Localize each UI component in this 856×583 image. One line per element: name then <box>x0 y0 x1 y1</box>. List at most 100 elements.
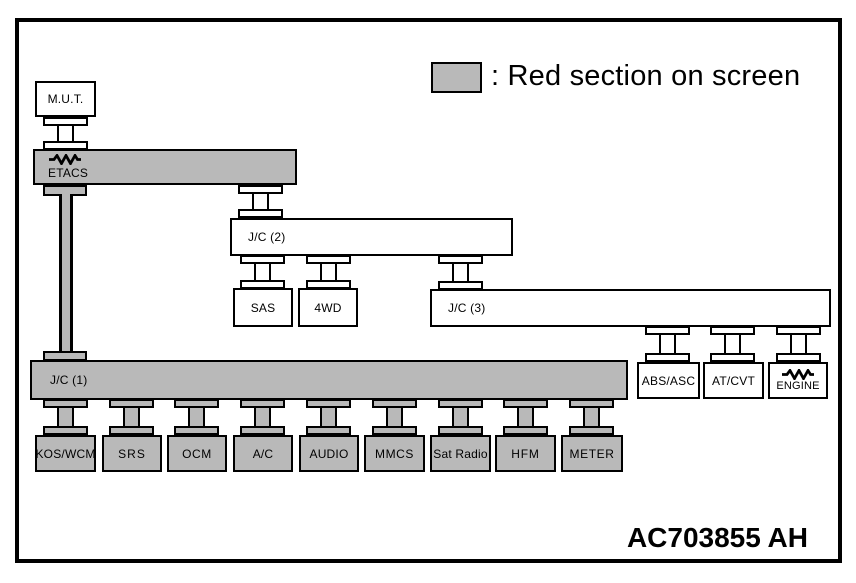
connector-mut-etacs <box>43 117 88 150</box>
bus-jc1: J/C (1) <box>30 360 628 400</box>
connector-flange <box>306 426 351 435</box>
node-at-cvt: AT/CVT <box>703 362 764 399</box>
node-label: 4WD <box>314 300 342 315</box>
connector-flange <box>109 426 154 435</box>
node-label: J/C (3) <box>448 301 486 315</box>
connector-flange <box>43 117 88 126</box>
connector-flange <box>372 399 417 408</box>
node-label: M.U.T. <box>47 92 84 106</box>
connector-flange <box>238 185 283 194</box>
connector-etacs-jc2 <box>238 185 283 218</box>
node-kos-wcm: KOS/WCM <box>35 435 96 472</box>
connector-web <box>254 408 271 426</box>
connector-jc1-audio <box>306 399 351 435</box>
node-label: ENGINE <box>776 380 820 392</box>
connector-web <box>252 194 269 209</box>
can-bus-line <box>59 194 73 354</box>
bus-jc2: J/C (2) <box>230 218 513 256</box>
node-meter: METER <box>561 435 623 472</box>
node-label: KOS/WCM <box>35 446 96 461</box>
figure-code: AC703855 AH <box>626 522 808 553</box>
node-sas: SAS <box>233 288 293 327</box>
connector-jc1-koswcm <box>43 399 88 435</box>
node-label: OCM <box>182 446 212 461</box>
node-label: Sat Radio <box>433 446 488 461</box>
connector-web <box>254 264 271 280</box>
connector-flange <box>776 326 821 335</box>
connector-flange <box>645 326 690 335</box>
connector-flange <box>238 209 283 218</box>
connector-flange <box>174 426 219 435</box>
connector-web <box>123 408 140 426</box>
connector-jc1-srs <box>109 399 154 435</box>
connector-jc1-satradio <box>438 399 483 435</box>
bus-jc3: J/C (3) <box>430 289 831 327</box>
resistor-icon <box>49 154 81 165</box>
connector-flange <box>569 399 614 408</box>
node-label: HFM <box>511 446 540 461</box>
connector-web <box>57 126 74 141</box>
etacs-content: ETACS <box>48 154 88 180</box>
connector-flange <box>503 399 548 408</box>
connector-web <box>790 335 807 353</box>
node-hfm: HFM <box>495 435 556 472</box>
connector-jc1-hfm <box>503 399 548 435</box>
connector-flange <box>438 426 483 435</box>
connector-jc2-4wd <box>306 255 351 289</box>
connector-flange <box>438 399 483 408</box>
connector-flange <box>240 255 285 264</box>
connector-web <box>57 408 74 426</box>
connector-jc2-sas <box>240 255 285 289</box>
connector-jc3-engine <box>776 326 821 362</box>
connector-flange <box>240 426 285 435</box>
connector-flange <box>174 399 219 408</box>
node-label: MMCS <box>374 446 415 461</box>
connector-web <box>452 264 469 281</box>
node-ocm: OCM <box>167 435 227 472</box>
connector-web <box>659 335 676 353</box>
node-ac: A/C <box>233 435 293 472</box>
connector-flange <box>438 255 483 264</box>
connector-jc1-ocm <box>174 399 219 435</box>
connector-jc3-absasc <box>645 326 690 362</box>
node-label: A/C <box>252 446 274 461</box>
connector-web <box>188 408 205 426</box>
connector-web <box>583 408 600 426</box>
legend-label: : Red section on screen <box>491 60 801 92</box>
node-label: SRS <box>118 446 146 461</box>
connector-web <box>452 408 469 426</box>
connector-web <box>320 408 337 426</box>
connector-flange <box>569 426 614 435</box>
node-sat-radio: Sat Radio <box>430 435 491 472</box>
node-label: J/C (1) <box>50 373 88 387</box>
node-mut: M.U.T. <box>35 81 96 117</box>
connector-flange <box>645 353 690 362</box>
node-abs-asc: ABS/ASC <box>637 362 700 399</box>
connector-jc3-atcvt <box>710 326 755 362</box>
resistor-icon <box>782 369 814 380</box>
connector-flange <box>372 426 417 435</box>
node-label: J/C (2) <box>248 230 286 244</box>
connector-jc1-mmcs <box>372 399 417 435</box>
connector-web <box>320 264 337 280</box>
legend-swatch <box>431 62 482 93</box>
node-mmcs: MMCS <box>364 435 425 472</box>
connector-flange <box>710 326 755 335</box>
node-engine: ENGINE <box>768 362 828 399</box>
connector-flange <box>776 353 821 362</box>
connector-flange <box>43 426 88 435</box>
connector-jc1-meter <box>569 399 614 435</box>
connector-web <box>386 408 403 426</box>
connector-flange <box>306 399 351 408</box>
node-4wd: 4WD <box>298 288 358 327</box>
node-audio: AUDIO <box>299 435 359 472</box>
node-label: ETACS <box>48 166 89 180</box>
node-label: ABS/ASC <box>641 373 696 388</box>
node-label: AT/CVT <box>712 373 755 388</box>
connector-jc2-jc3 <box>438 255 483 290</box>
node-label: METER <box>569 446 615 461</box>
connector-flange <box>240 399 285 408</box>
connector-web <box>724 335 741 353</box>
connector-jc1-ac <box>240 399 285 435</box>
